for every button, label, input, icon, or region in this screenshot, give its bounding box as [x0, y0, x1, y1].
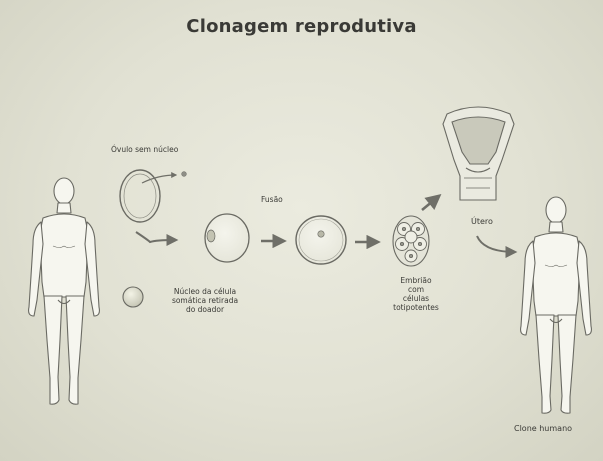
label-line: totipotentes — [381, 304, 451, 313]
combine-arrow — [136, 232, 176, 242]
label-clone: Clone humano — [514, 424, 572, 433]
label-enucleated-egg: Óvulo sem núcleo — [111, 146, 178, 155]
removed-nucleus — [182, 172, 187, 177]
clone-human-figure — [521, 197, 592, 413]
arrow-to-clone — [477, 236, 515, 252]
label-line: do doador — [150, 306, 260, 315]
label-embryo: Embrião com células totipotentes — [381, 277, 451, 312]
label-somatic-nucleus: Núcleo da célula somática retirada do do… — [150, 288, 260, 315]
arrow-to-uterus — [422, 196, 439, 210]
fused-cell — [296, 216, 346, 264]
embryo — [393, 216, 429, 266]
label-fusion: Fusão — [261, 196, 283, 205]
egg-with-inserted-nucleus — [205, 214, 249, 262]
diagram-title: Clonagem reprodutiva — [0, 16, 603, 37]
uterus — [443, 107, 514, 200]
somatic-nucleus-cell — [123, 287, 143, 307]
donor-human-figure — [29, 178, 100, 404]
label-uterus: Útero — [471, 217, 493, 226]
